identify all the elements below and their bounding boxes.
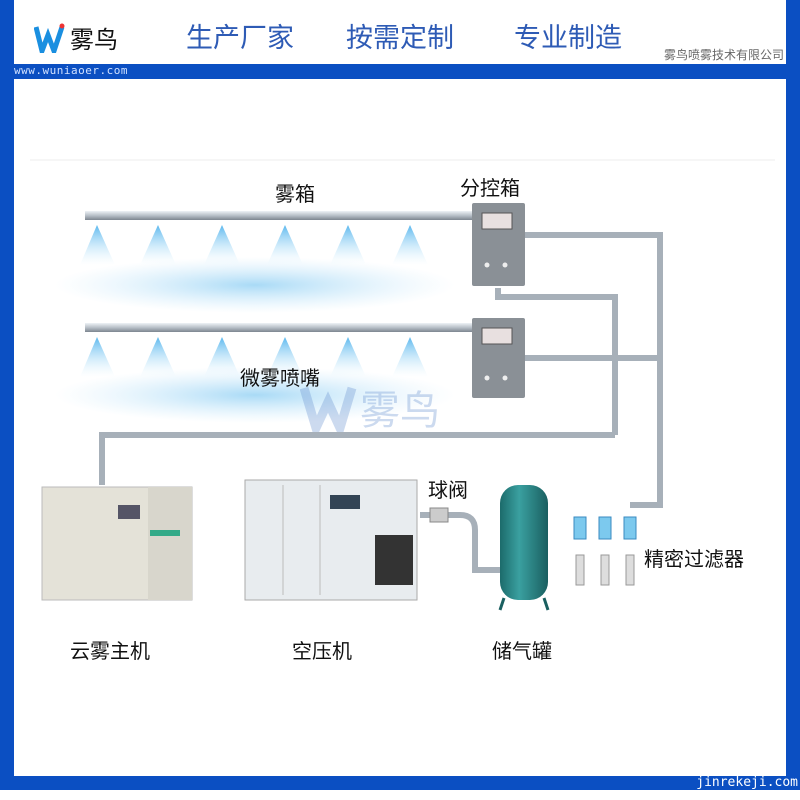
brand-logo[interactable]: 雾鸟	[34, 20, 118, 55]
control-box-2	[472, 318, 525, 398]
header-band	[0, 64, 800, 79]
slogan-2: 按需定制	[346, 23, 454, 54]
air-compressor	[244, 479, 418, 601]
mist-row-1	[55, 257, 455, 313]
label-micro-nozzle: 微雾喷嘴	[240, 366, 320, 390]
main-unit	[41, 486, 193, 601]
mist-row-2	[55, 367, 455, 423]
footer-band	[0, 776, 800, 790]
site-url[interactable]: www.wuniaoer.com	[14, 64, 128, 77]
label-ball-valve: 球阀	[428, 478, 468, 502]
fog-bar-1	[85, 211, 475, 220]
control-box-1	[472, 203, 525, 286]
ball-valve	[429, 507, 449, 523]
label-control-box: 分控箱	[460, 176, 520, 200]
watermark-logo-icon	[300, 386, 357, 432]
precision-filters	[573, 516, 637, 586]
frame-left	[0, 0, 14, 790]
nozzle-cones	[80, 225, 428, 377]
label-air-tank: 储气罐	[492, 639, 552, 663]
brand-name: 雾鸟	[70, 26, 118, 54]
air-tank	[498, 485, 550, 611]
slogan-1: 生产厂家	[186, 23, 294, 54]
frame-right	[786, 0, 800, 790]
label-air-compressor: 空压机	[292, 639, 352, 663]
fog-bar-2	[85, 323, 475, 332]
label-fog-box: 雾箱	[275, 182, 315, 206]
logo-icon	[34, 23, 65, 53]
label-main-unit: 云雾主机	[70, 639, 150, 663]
label-precision-filter: 精密过滤器	[644, 547, 744, 571]
slogan-3: 专业制造	[514, 23, 622, 54]
footer-url[interactable]: jinrekeji.com	[696, 775, 798, 790]
pipes	[99, 232, 663, 573]
company-name: 雾鸟喷雾技术有限公司	[663, 48, 784, 62]
watermark-text: 雾鸟	[360, 388, 440, 434]
watermark: 雾鸟	[300, 378, 440, 436]
